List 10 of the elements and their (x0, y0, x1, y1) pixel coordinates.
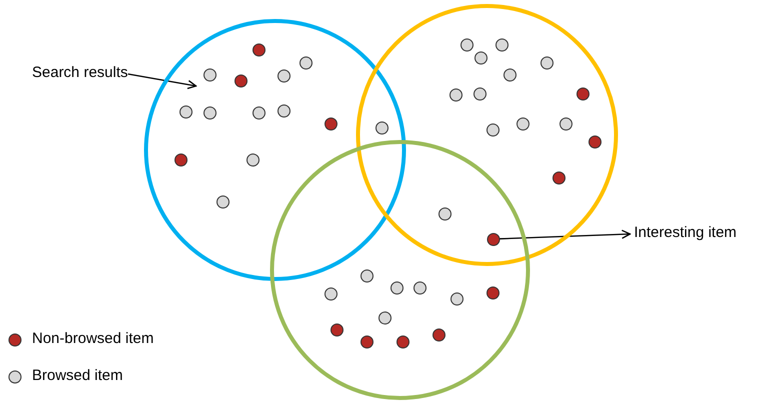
leader-arrow (499, 230, 631, 240)
legend-label: Browsed item (32, 367, 123, 385)
circle-outline (270, 140, 530, 400)
search-results-label: Search results (32, 64, 128, 84)
interesting-item-label: Interesting item (634, 224, 737, 244)
search-results-circle (144, 19, 406, 281)
leader-arrow (128, 73, 197, 90)
circle-outline (356, 4, 618, 266)
interesting-item-dot (486, 232, 500, 246)
legend-label: Non-browsed item (32, 330, 154, 348)
